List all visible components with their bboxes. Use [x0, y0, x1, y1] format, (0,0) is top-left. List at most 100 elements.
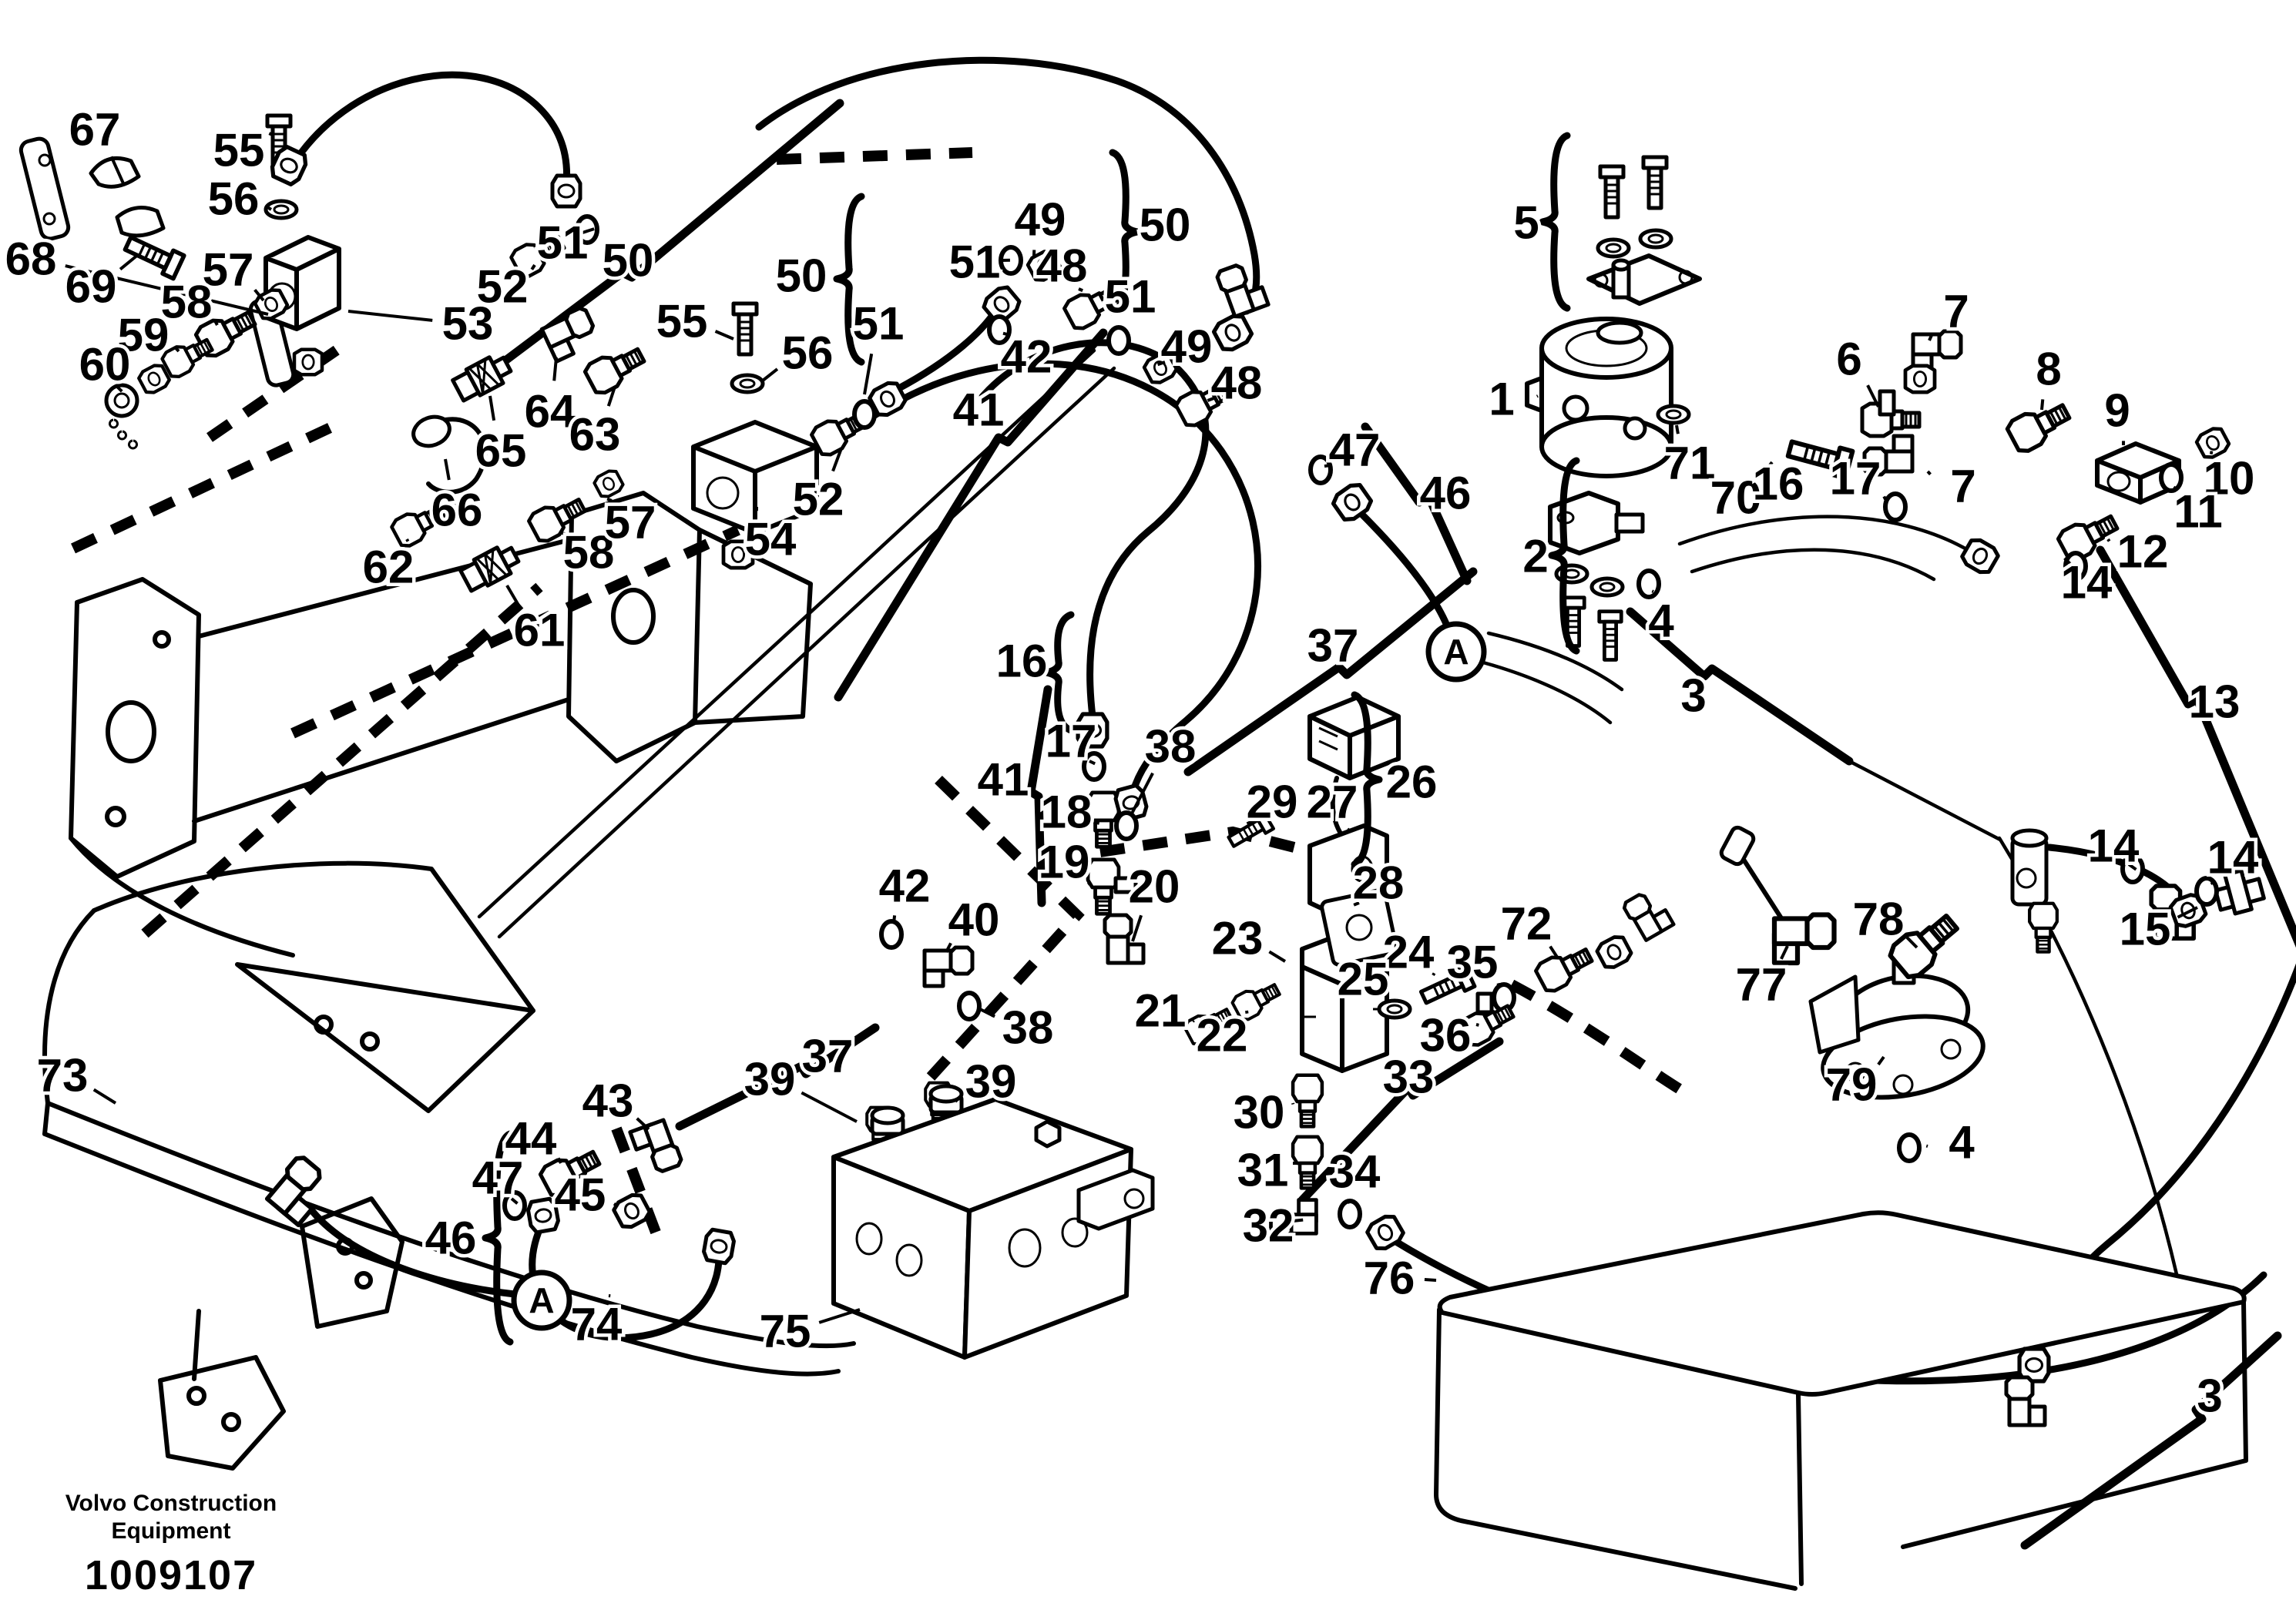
leader-39 — [954, 1095, 962, 1103]
callout-8: 8 — [2036, 344, 2061, 395]
callout-25: 25 — [1338, 954, 1389, 1005]
callout-56: 56 — [208, 173, 260, 225]
leader-43 — [636, 1117, 650, 1131]
callout-4: 4 — [1648, 595, 1674, 647]
callout-2: 2 — [1522, 531, 1548, 582]
leader-12 — [2106, 538, 2111, 542]
callout-45: 45 — [555, 1169, 606, 1221]
leader-4 — [1651, 589, 1654, 593]
leader-79 — [1877, 1055, 1885, 1066]
footer: Volvo Construction Equipment 1009107 — [40, 1490, 302, 1599]
callout-12: 12 — [2117, 526, 2169, 578]
leader-58 — [560, 531, 568, 536]
callout-57: 57 — [605, 497, 656, 548]
callout-52: 52 — [477, 261, 529, 313]
leader-61 — [505, 584, 520, 606]
callout-51: 51 — [949, 236, 1001, 288]
callout-72: 72 — [1501, 898, 1552, 950]
callout-21: 21 — [1135, 985, 1187, 1037]
callout-44: 44 — [505, 1113, 557, 1165]
callout-46: 46 — [1420, 468, 1472, 519]
callout-66: 66 — [431, 485, 483, 536]
callout-20: 20 — [1129, 861, 1180, 913]
callout-36: 36 — [1420, 1010, 1472, 1062]
callout-9: 9 — [2104, 385, 2130, 437]
callout-48: 48 — [1036, 240, 1088, 292]
callout-54: 54 — [745, 514, 797, 565]
leader-19 — [1086, 881, 1091, 886]
leader-65 — [488, 395, 496, 421]
callout-13: 13 — [2189, 676, 2241, 728]
callout-4: 4 — [1949, 1117, 1975, 1169]
leader-7 — [1926, 470, 1932, 476]
callout-42: 42 — [879, 860, 931, 912]
leader-72 — [1549, 945, 1559, 960]
leader-52 — [831, 448, 843, 472]
callout-33: 33 — [1383, 1051, 1435, 1103]
callout-6: 6 — [1836, 334, 1861, 385]
leader-60 — [116, 385, 123, 393]
leader-59 — [174, 347, 180, 353]
callout-30: 30 — [1234, 1087, 1285, 1139]
leader-28 — [1353, 901, 1360, 907]
leader-73 — [92, 1088, 117, 1105]
callout-68: 68 — [5, 233, 57, 285]
callout-41: 41 — [953, 384, 1005, 436]
callout-35: 35 — [1447, 937, 1499, 988]
callout-23: 23 — [1212, 913, 1264, 964]
callout-38: 38 — [1145, 721, 1197, 773]
leader-58 — [213, 320, 219, 326]
leader-27 — [1347, 827, 1351, 832]
callout-51: 51 — [853, 298, 905, 350]
leader-11 — [2173, 485, 2177, 490]
marker-layer: AA — [511, 621, 1487, 1331]
callout-62: 62 — [363, 542, 415, 593]
callout-7: 7 — [1950, 461, 1975, 512]
callout-19: 19 — [1039, 837, 1090, 888]
leader-15 — [2177, 906, 2198, 919]
callout-18: 18 — [1041, 787, 1093, 838]
leader-77 — [1780, 945, 1789, 960]
connection-marker-A: A — [511, 1270, 572, 1331]
callout-37: 37 — [802, 1031, 854, 1082]
callout-49: 49 — [1015, 194, 1066, 246]
leader-48 — [1078, 287, 1083, 293]
leader-45 — [613, 1202, 619, 1208]
leader-24 — [1432, 972, 1436, 977]
callout-64: 64 — [525, 386, 576, 438]
callout-50: 50 — [603, 235, 654, 287]
callout-79: 79 — [1826, 1059, 1878, 1111]
callout-76: 76 — [1364, 1253, 1415, 1304]
brand-line-2: Equipment — [111, 1518, 231, 1544]
leader-39 — [801, 1091, 858, 1123]
callout-56: 56 — [782, 327, 834, 379]
leader-38 — [1130, 772, 1154, 816]
callout-32: 32 — [1243, 1200, 1294, 1252]
callout-50: 50 — [776, 250, 827, 302]
callout-14: 14 — [2061, 557, 2113, 609]
parts-art — [18, 116, 2266, 1591]
callout-41: 41 — [978, 754, 1029, 806]
callout-39: 39 — [744, 1054, 796, 1105]
callout-59: 59 — [118, 310, 170, 361]
leader-69 — [119, 253, 140, 271]
callout-73: 73 — [37, 1050, 89, 1102]
leader-55 — [714, 330, 734, 340]
callout-49: 49 — [1161, 321, 1213, 373]
leader-55 — [268, 132, 273, 136]
callout-65: 65 — [475, 425, 527, 477]
leader-17 — [1089, 760, 1096, 766]
callout-63: 63 — [569, 409, 621, 461]
callout-17: 17 — [1046, 716, 1097, 767]
leader-42 — [892, 915, 897, 924]
leader-56 — [761, 367, 779, 382]
leader-34 — [1348, 1201, 1351, 1204]
callout-11: 11 — [2173, 486, 2222, 538]
leader-29 — [1246, 820, 1254, 826]
leader-75 — [818, 1308, 861, 1324]
leader-23 — [1268, 950, 1287, 963]
leader-67 — [109, 156, 125, 184]
